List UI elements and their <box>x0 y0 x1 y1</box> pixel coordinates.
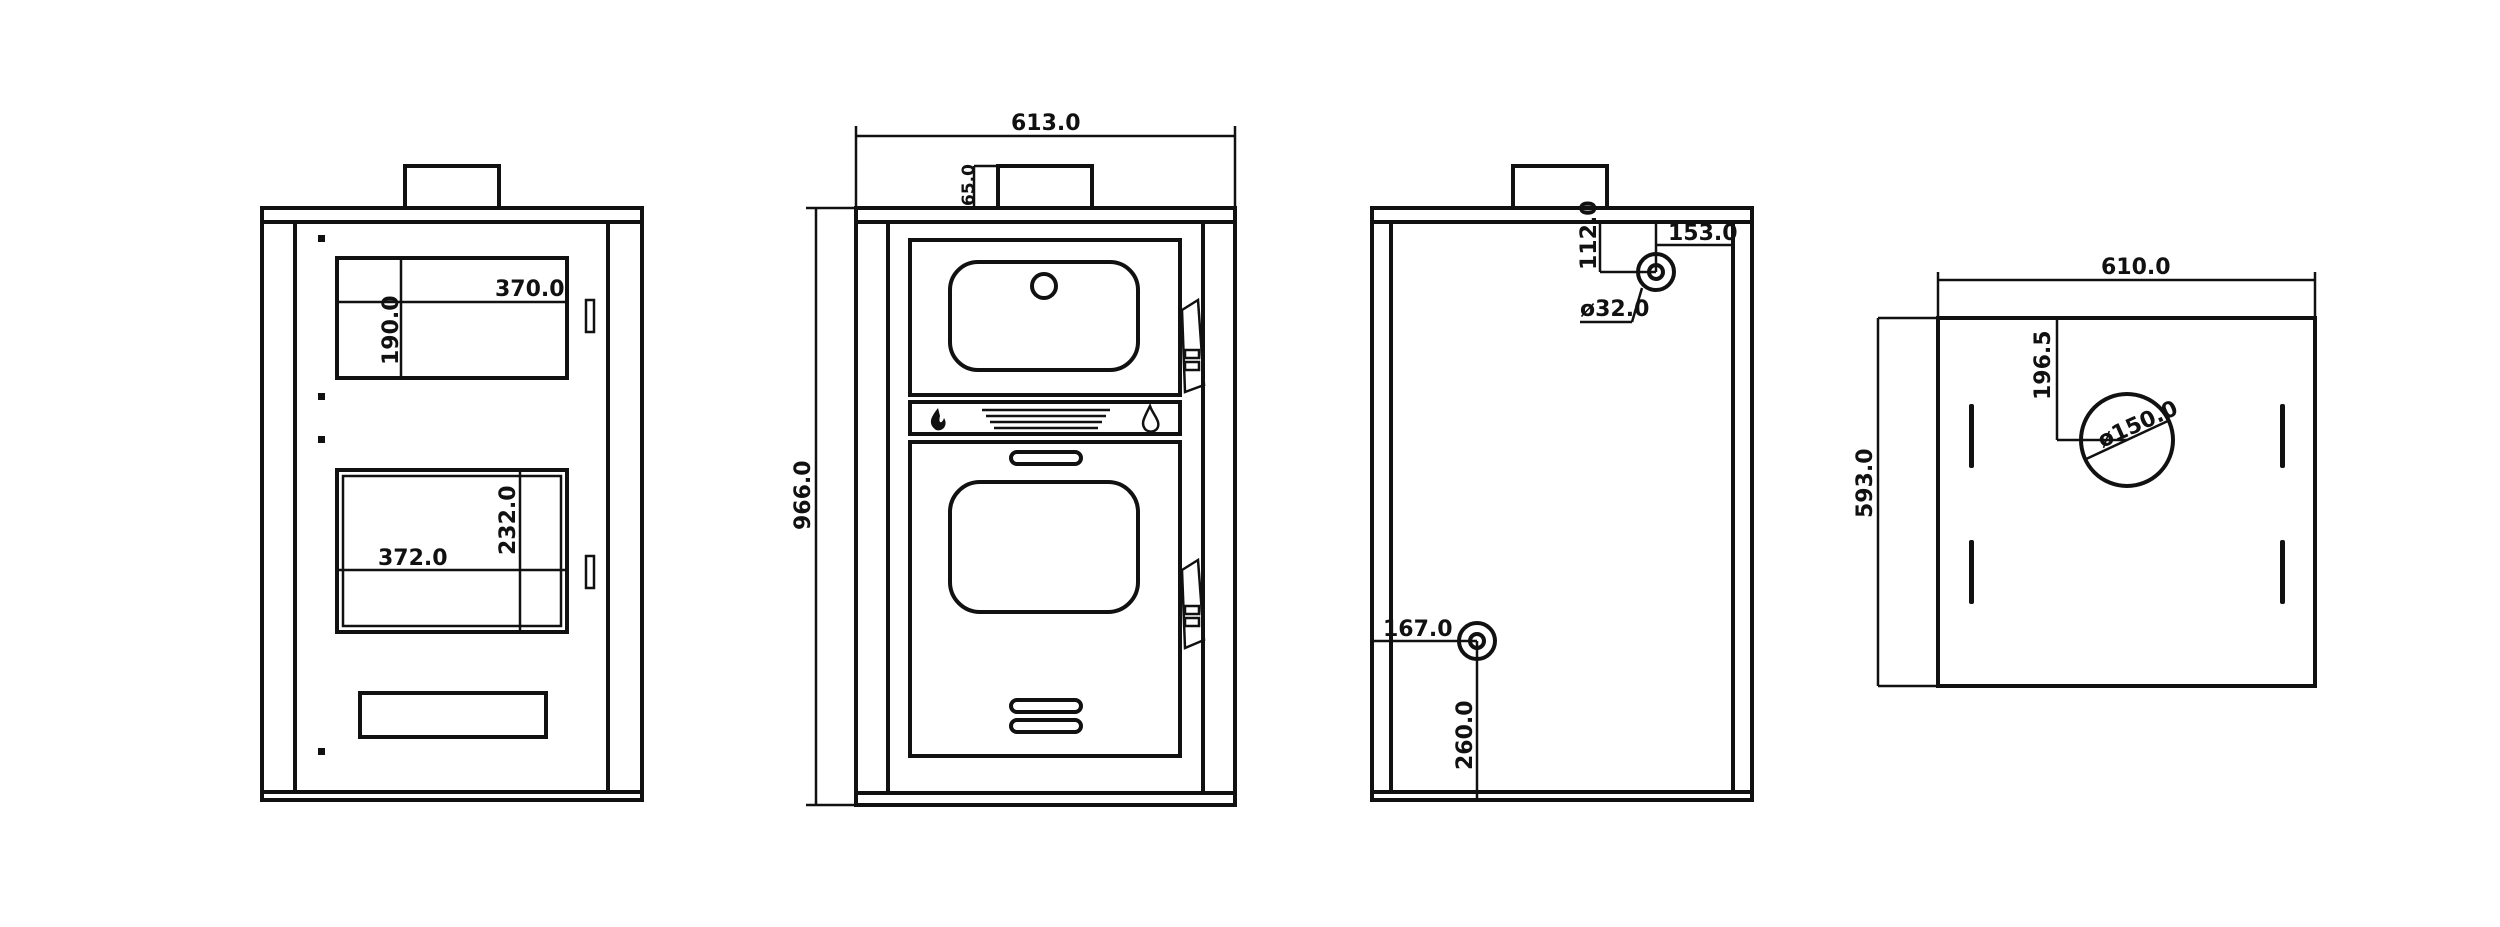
oven-door <box>908 440 1182 758</box>
loading-door-width-label: 370.0 <box>495 277 565 302</box>
vent-slot <box>2280 404 2285 468</box>
loading-door <box>335 256 569 380</box>
top-plate <box>1370 206 1754 224</box>
firebox-door <box>908 238 1182 397</box>
door-handle <box>1180 297 1206 394</box>
door-handle <box>1180 557 1206 650</box>
water-drop-icon <box>1141 402 1160 433</box>
lower-pipe-horizontal-label: 167.0 <box>1383 617 1453 642</box>
air-control-knob <box>1030 272 1058 300</box>
vent-slot <box>1009 698 1083 714</box>
top-plate <box>260 206 644 224</box>
oven-window <box>948 480 1140 614</box>
overall-width-label: 613.0 <box>1011 111 1081 136</box>
ash-door <box>335 468 569 634</box>
stove-body <box>854 220 1237 807</box>
upper-pipe-horizontal-label: 153.0 <box>1668 221 1738 246</box>
flame-icon <box>930 408 946 431</box>
loading-door-height-label: 190.0 <box>379 295 404 365</box>
flue-offset-label: 196.5 <box>2031 330 2056 400</box>
door-handle <box>584 298 596 334</box>
front-oven-view: 613.0 65.0 966.0 <box>791 111 1237 807</box>
firebox-window <box>948 260 1140 372</box>
top-view: 610.0 593.0 196.5 ø150.0 <box>1853 255 2317 688</box>
flue-height-label: 65.0 <box>959 164 979 206</box>
vent-slot <box>2280 540 2285 604</box>
ash-drawer <box>358 691 548 739</box>
overall-height-label: 966.0 <box>791 460 816 530</box>
control-panel <box>908 400 1182 436</box>
top-depth-label: 593.0 <box>1853 448 1878 518</box>
stove-body <box>1370 220 1754 802</box>
hinge <box>318 235 325 242</box>
flue-collar <box>403 164 501 210</box>
flue-collar <box>996 164 1094 210</box>
upper-pipe-vertical-label: 112.0 <box>1577 200 1602 270</box>
lower-pipe-vertical-label: 260.0 <box>1453 700 1478 770</box>
stove-body <box>260 220 644 802</box>
door-handle <box>584 554 596 590</box>
ash-door-width-label: 372.0 <box>378 546 448 571</box>
oven-handle <box>1009 450 1083 466</box>
hinge <box>318 393 325 400</box>
vent-slot <box>1969 540 1974 604</box>
top-plate-outline <box>1936 316 2317 688</box>
hinge <box>318 436 325 443</box>
vent-slot <box>1969 404 1974 468</box>
top-plate <box>854 206 1237 224</box>
vent-slot <box>1009 718 1083 734</box>
flue-diameter-label: ø150.0 <box>2094 396 2182 453</box>
ash-door-height-label: 232.0 <box>496 485 521 555</box>
hinge <box>318 748 325 755</box>
pipe-diameter-label: ø32.0 <box>1580 297 1649 322</box>
rear-view: 112.0 153.0 ø32.0 167.0 260.0 <box>1370 164 1754 802</box>
top-width-label: 610.0 <box>2101 255 2171 280</box>
front-doors-view: 370.0 190.0 372.0 232.0 <box>260 164 644 802</box>
